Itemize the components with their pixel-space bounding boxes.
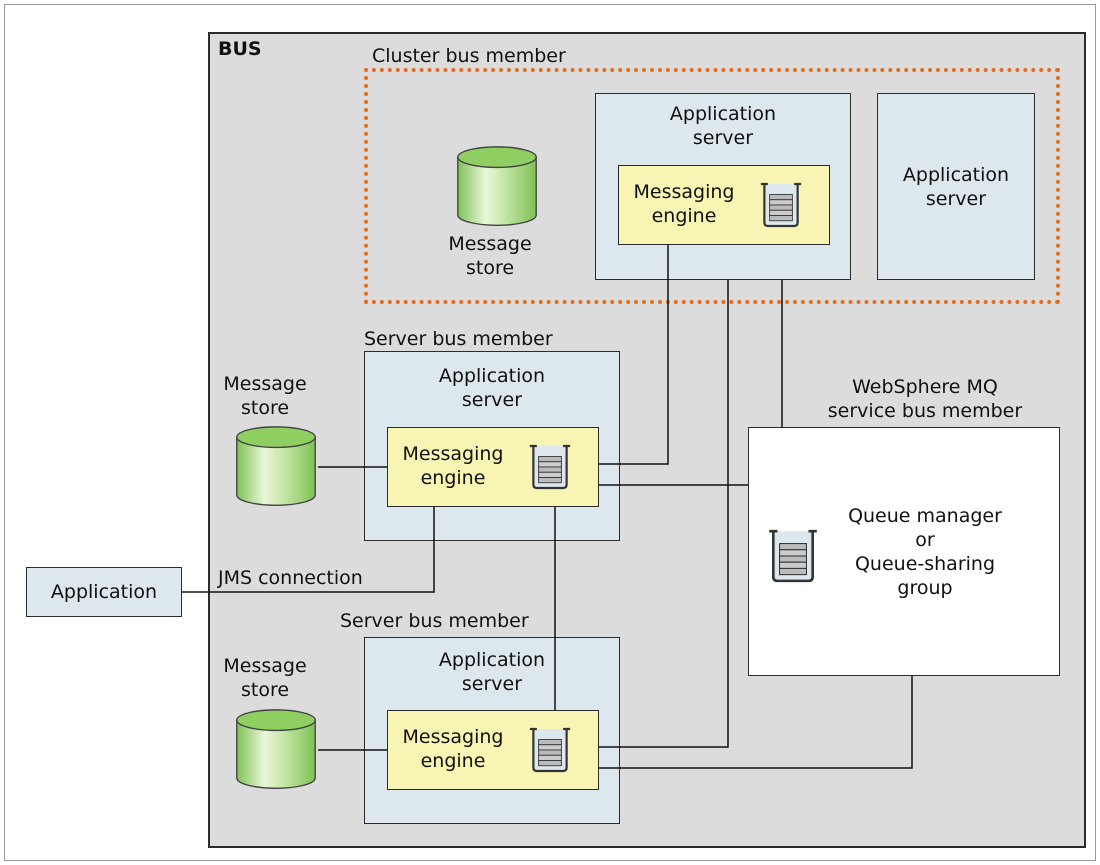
- member1-message-store-label: Message store: [215, 372, 315, 420]
- member2-message-store-label: Message store: [215, 654, 315, 702]
- cluster-message-store-label: Message store: [440, 232, 540, 280]
- mq-text-line1: Queue manager: [848, 505, 1002, 527]
- wire-mq-to-member2: [599, 676, 913, 769]
- store-label-line1: Message: [223, 655, 307, 677]
- mq-label-line1: WebSphere MQ: [852, 376, 998, 398]
- cluster-queue-icon: [760, 182, 802, 228]
- member2-message-store-icon: [236, 709, 316, 789]
- cluster-bus-member: [364, 68, 1060, 304]
- jms-connection-label: JMS connection: [218, 567, 363, 589]
- cluster-label: Cluster bus member: [372, 45, 566, 67]
- server-label-line1: Application: [438, 649, 546, 671]
- server-label-line1: Application: [438, 365, 546, 387]
- server-label-line1: Application: [669, 103, 777, 125]
- application-label: Application: [50, 581, 158, 603]
- engine-label-line1: Messaging: [633, 181, 735, 203]
- engine-label-line2: engine: [420, 750, 486, 772]
- engine-label-line2: engine: [651, 205, 717, 227]
- engine-label-line2: engine: [420, 467, 486, 489]
- engine-label-line1: Messaging: [402, 726, 504, 748]
- member1-message-store-icon: [236, 426, 316, 506]
- cluster-application-server-2: Application server: [877, 93, 1035, 280]
- server-bus-member-1-label: Server bus member: [364, 328, 553, 350]
- member1-queue-icon: [529, 444, 571, 490]
- server-label-line2: server: [925, 187, 987, 210]
- server-label-line2: server: [461, 673, 523, 695]
- server-label-line2: server: [692, 127, 754, 149]
- wire-cluster-engine-to-member1: [599, 245, 669, 465]
- wire-cluster-server-to-member2: [599, 280, 729, 748]
- bus-title: BUS: [218, 38, 262, 60]
- store-label-line2: store: [465, 257, 515, 279]
- wire-jms-connection: [182, 507, 435, 593]
- server-label-line2: server: [461, 389, 523, 411]
- server-label-line1: Application: [902, 163, 1010, 186]
- server-bus-member-2-label: Server bus member: [340, 610, 529, 632]
- store-label-line2: store: [240, 679, 290, 701]
- mq-text-line3: Queue-sharing: [854, 553, 996, 575]
- mq-text-line4: group: [897, 577, 953, 599]
- mq-text-line2: or: [915, 529, 935, 551]
- queue-manager-text: Queue manager or Queue-sharing group: [825, 504, 1025, 600]
- mq-queue-icon: [768, 529, 818, 583]
- store-label-line1: Message: [223, 373, 307, 395]
- mq-label-line2: service bus member: [827, 400, 1023, 422]
- member2-queue-icon: [529, 727, 571, 773]
- member1-messaging-engine: Messaging engine: [387, 427, 599, 507]
- cluster-message-store-icon: [457, 146, 537, 226]
- mq-member-label: WebSphere MQ service bus member: [770, 375, 1080, 423]
- store-label-line1: Message: [448, 233, 532, 255]
- store-label-line2: store: [240, 397, 290, 419]
- application-box: Application: [26, 567, 182, 617]
- diagram-frame: [4, 4, 1096, 861]
- engine-label-line1: Messaging: [402, 443, 504, 465]
